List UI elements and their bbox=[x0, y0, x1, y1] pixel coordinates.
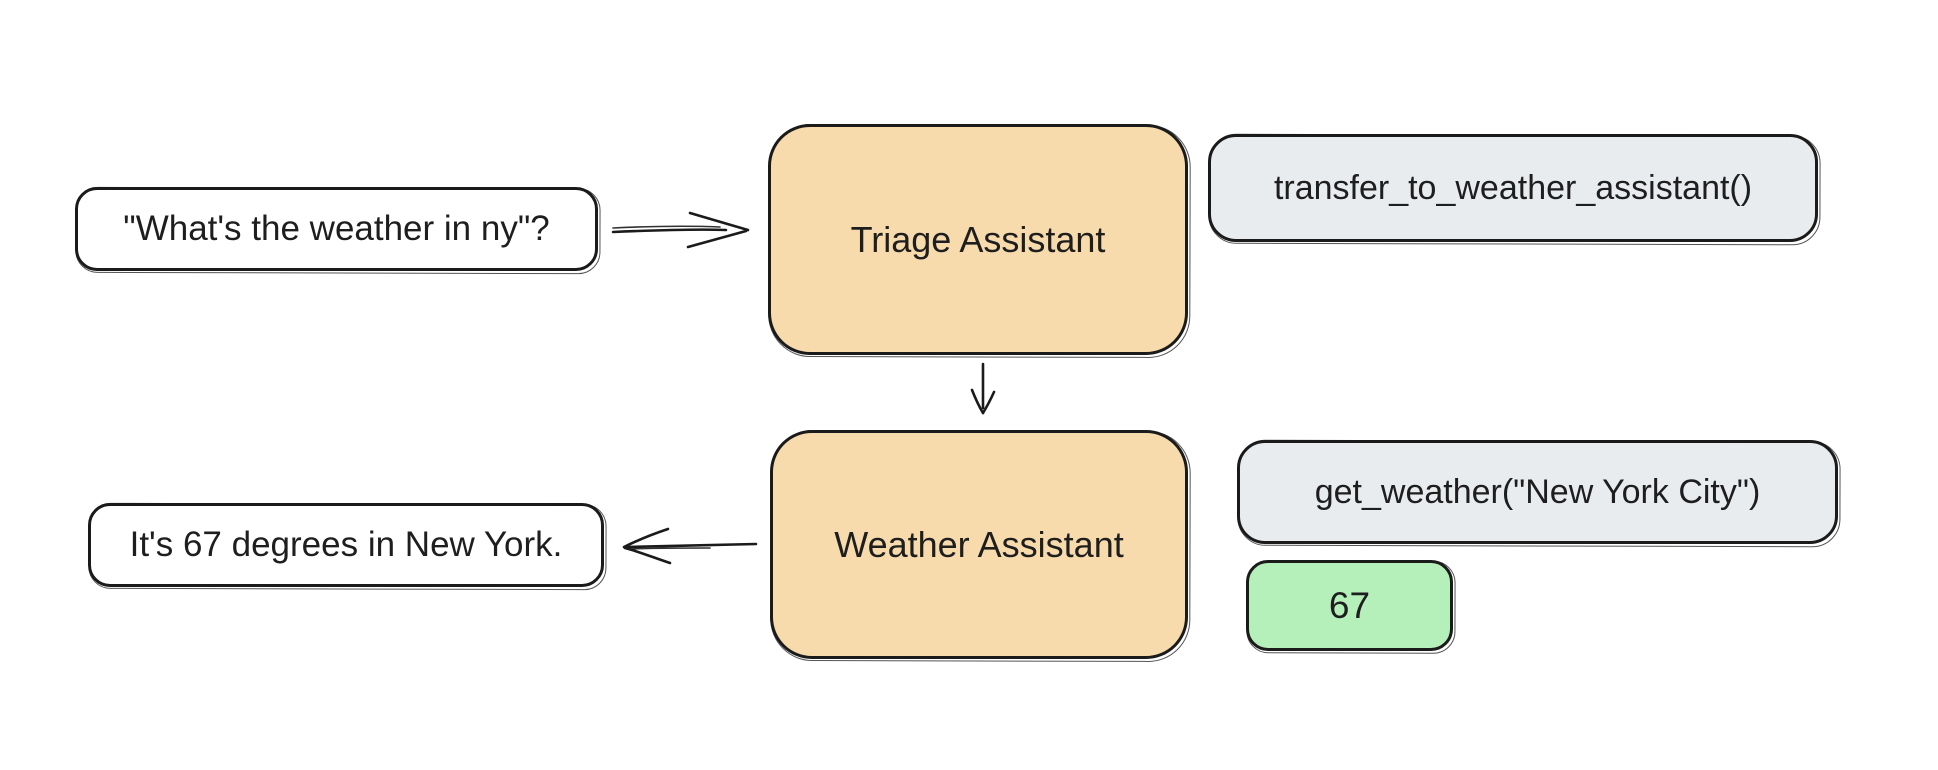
weather-tool-call-box: get_weather("New York City") bbox=[1237, 440, 1838, 544]
weather-agent-box: Weather Assistant bbox=[770, 430, 1188, 659]
final-response-box: It's 67 degrees in New York. bbox=[88, 503, 604, 587]
tool-result-box: 67 bbox=[1246, 560, 1453, 651]
arrow-user-to-triage-icon bbox=[611, 211, 750, 249]
transfer-tool-call-box: transfer_to_weather_assistant() bbox=[1208, 134, 1818, 242]
arrow-triage-to-weather-icon bbox=[970, 362, 996, 415]
arrow-weather-to-response-icon bbox=[622, 527, 758, 565]
user-query-box: "What's the weather in ny"? bbox=[75, 187, 598, 271]
triage-agent-box: Triage Assistant bbox=[768, 124, 1188, 355]
